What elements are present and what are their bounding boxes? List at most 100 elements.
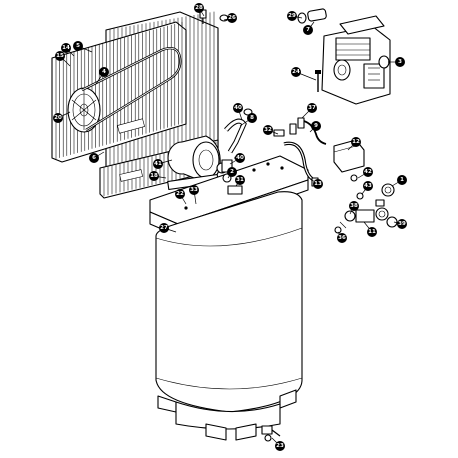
callout-label: 27 bbox=[160, 225, 168, 231]
callout-4: 4 bbox=[99, 67, 109, 77]
callout-label: 6 bbox=[92, 155, 96, 161]
callout-marker bbox=[235, 175, 245, 185]
callout-marker bbox=[303, 25, 313, 35]
callout-18: 18 bbox=[149, 171, 159, 181]
callout-3: 3 bbox=[395, 57, 405, 67]
callout-23: 23 bbox=[275, 441, 285, 451]
callout-marker bbox=[291, 67, 301, 77]
callout-marker bbox=[73, 41, 83, 51]
callout-marker bbox=[397, 175, 407, 185]
callout-label: 7 bbox=[306, 27, 310, 33]
callout-label: 38 bbox=[350, 203, 358, 209]
callout-label: 29 bbox=[288, 13, 296, 19]
callout-marker bbox=[233, 103, 243, 113]
callout-43: 43 bbox=[363, 181, 373, 191]
callout-marker bbox=[275, 441, 285, 451]
callout-7: 7 bbox=[303, 25, 313, 35]
callout-label: 33 bbox=[190, 187, 198, 193]
callout-marker bbox=[53, 113, 63, 123]
callout-marker bbox=[55, 51, 65, 61]
drive-belt bbox=[81, 47, 182, 132]
callout-label: 14 bbox=[62, 45, 70, 51]
callout-27: 27 bbox=[159, 223, 169, 233]
pump-bolt bbox=[315, 70, 321, 92]
callout-13: 13 bbox=[313, 179, 323, 189]
callout-marker bbox=[363, 181, 373, 191]
callout-label: 40 bbox=[236, 155, 244, 161]
callout-label: 37 bbox=[308, 105, 316, 111]
callout-marker bbox=[307, 103, 317, 113]
callout-marker bbox=[227, 13, 237, 23]
callout-marker bbox=[311, 121, 321, 131]
callout-9: 9 bbox=[311, 121, 321, 131]
gauge-cluster bbox=[334, 174, 398, 234]
callout-label: 20 bbox=[54, 115, 62, 121]
callout-marker bbox=[397, 219, 407, 229]
callout-12: 12 bbox=[351, 137, 361, 147]
callout-marker bbox=[61, 43, 71, 53]
callout-31: 31 bbox=[235, 175, 245, 185]
callout-marker bbox=[153, 159, 163, 169]
callout-label: 39 bbox=[398, 221, 406, 227]
callout-marker bbox=[89, 153, 99, 163]
callout-label: 28 bbox=[195, 5, 203, 11]
callout-22: 22 bbox=[175, 189, 185, 199]
callout-37: 37 bbox=[307, 103, 317, 113]
callout-33: 33 bbox=[189, 185, 199, 195]
callout-marker bbox=[363, 167, 373, 177]
callout-label: 2 bbox=[230, 169, 234, 175]
callout-label: 32 bbox=[264, 127, 272, 133]
air-tank bbox=[155, 191, 303, 441]
callout-label: 22 bbox=[176, 191, 184, 197]
callout-marker bbox=[287, 11, 297, 21]
callout-marker bbox=[367, 227, 377, 237]
outlet-hose bbox=[283, 141, 315, 182]
air-filter bbox=[297, 8, 327, 24]
callout-15: 15 bbox=[55, 51, 65, 61]
callout-marker bbox=[263, 125, 273, 135]
callout-marker bbox=[149, 171, 159, 181]
callout-24: 24 bbox=[291, 67, 301, 77]
callout-20: 20 bbox=[53, 113, 63, 123]
callout-label: 9 bbox=[314, 123, 318, 129]
drain-valve bbox=[261, 425, 281, 442]
callout-marker bbox=[175, 189, 185, 199]
unloader-tube bbox=[299, 119, 327, 145]
callout-38: 38 bbox=[349, 201, 359, 211]
callout-label: 43 bbox=[364, 183, 372, 189]
callout-label: 13 bbox=[314, 181, 322, 187]
callout-29: 29 bbox=[287, 11, 297, 21]
discharge-tube bbox=[224, 118, 247, 154]
callout-label: 26 bbox=[228, 15, 236, 21]
callout-8: 8 bbox=[247, 113, 257, 123]
callout-41: 41 bbox=[153, 159, 163, 169]
callout-label: 36 bbox=[338, 235, 346, 241]
callout-1: 1 bbox=[397, 175, 407, 185]
callout-40: 40 bbox=[235, 153, 245, 163]
callout-label: 5 bbox=[76, 43, 80, 49]
callout-marker bbox=[349, 201, 359, 211]
callout-label: 12 bbox=[352, 139, 360, 145]
callout-28: 28 bbox=[194, 3, 204, 13]
callout-2: 2 bbox=[227, 167, 237, 177]
callout-40: 40 bbox=[233, 103, 243, 113]
pressure-switch bbox=[333, 139, 365, 173]
callout-42: 42 bbox=[363, 167, 373, 177]
callout-label: 23 bbox=[276, 443, 284, 449]
callout-marker bbox=[159, 223, 169, 233]
callout-marker bbox=[189, 185, 199, 195]
compressor-pump bbox=[321, 15, 391, 105]
callout-marker bbox=[395, 57, 405, 67]
callout-label: 8 bbox=[250, 115, 254, 121]
callout-label: 15 bbox=[56, 53, 64, 59]
callout-marker bbox=[337, 233, 347, 243]
callout-26: 26 bbox=[227, 13, 237, 23]
callout-label: 11 bbox=[368, 229, 376, 235]
callout-label: 42 bbox=[364, 169, 372, 175]
callout-label: 4 bbox=[102, 69, 106, 75]
callout-label: 24 bbox=[292, 69, 300, 75]
callout-label: 31 bbox=[236, 177, 244, 183]
callout-36: 36 bbox=[337, 233, 347, 243]
